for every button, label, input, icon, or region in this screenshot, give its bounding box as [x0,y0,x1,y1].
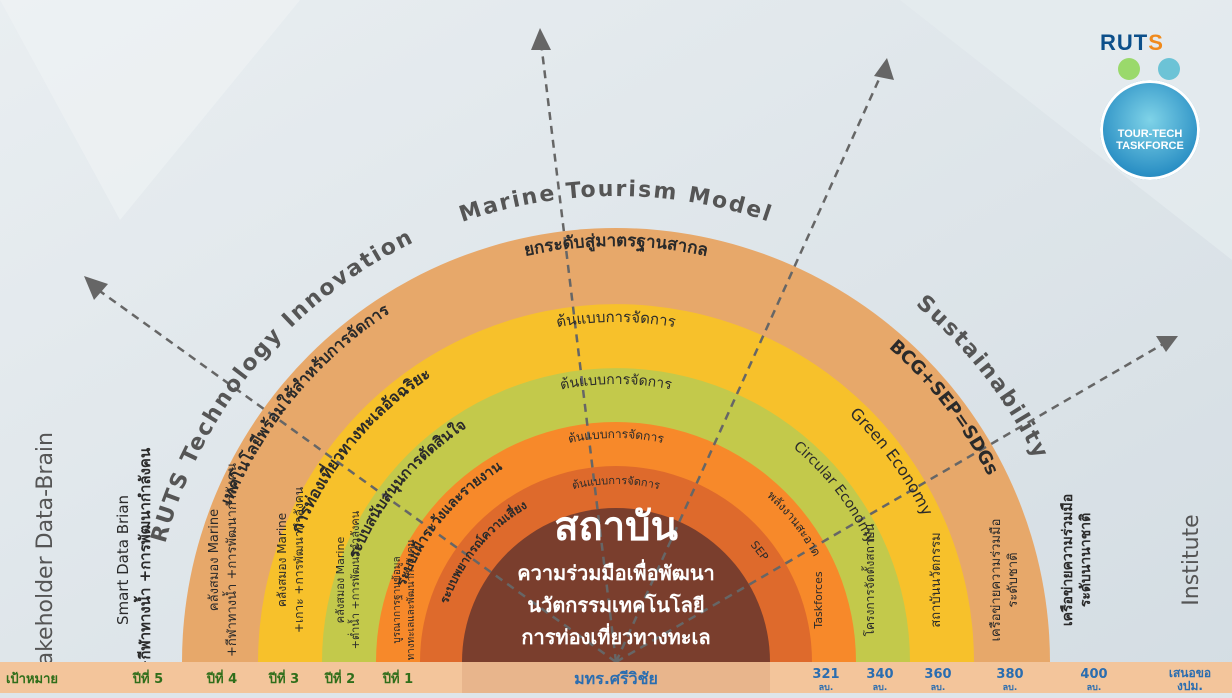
orange-side-left-a: คลังสมอง Marine [334,537,347,624]
institute-title: Institute [1179,514,1204,605]
yellow-side-right-a: เครือข่ายความร่วมมือ [988,519,1004,642]
stakeholder-title: Stakeholder Data-Brain [33,432,58,688]
budget-2-value: 340 [866,667,893,682]
budget-3-value: 360 [924,667,951,682]
lime-top-label: ต้นแบบการจัดการ [559,372,674,394]
budget-4-value: 380 [996,667,1023,682]
budget-1-value: 321 [812,667,839,682]
budget-2-unit: ลบ. [873,683,888,693]
lime-side-right: สถาบันนวัตกรรม [929,532,944,627]
logo-brand: RUTS [1100,30,1164,56]
arrow-head-far-right-icon [1156,336,1178,352]
arrow-line-far-right [615,338,1171,664]
core-semicircle [462,508,770,662]
deep-top-group: ต้นแบบการจัดการ [571,474,662,492]
deep-side-left-a: บูรณาการฐานข้อมูล [391,556,403,643]
logo-brand-main: RUT [1100,30,1149,55]
lime-top-group: ต้นแบบการจัดการ [559,372,674,394]
budget-1-unit: ลบ. [819,683,834,693]
outer-side-left-a: Smart Data Brian [114,495,132,625]
deep-side-right: Taskforces [812,571,825,629]
bg-facet [900,0,1232,260]
budget-5-value: 400 [1080,667,1107,682]
yellow-top-group: ต้นแบบการจัดการ [555,308,677,331]
orange-side-left-b: +ต่ำน้ำ +การพัฒนากำลังคน [347,510,362,649]
year-5-label: ปีที่ 5 [132,669,163,687]
yellow-side-left-b: +กีฬาทางน้ำ +การพัฒนากำลังคน [222,463,240,657]
center-label: มทร.ศรีวิชัย [574,669,658,688]
yellow-top-label: ต้นแบบการจัดการ [555,308,677,331]
person-icon [1158,58,1180,80]
core-line-1: ความร่วมมือเพื่อพัฒนา [517,558,715,585]
propose-label-b: งปม. [1177,679,1203,693]
orange-side-right: โครงการจัดตั้งสถาบัน [861,524,877,637]
badge-text: TOUR-TECH TASKFORCE [1116,128,1184,152]
person-icon [1118,58,1140,80]
bottom-bar-center [462,662,770,693]
arrow-head-top-icon [531,28,551,50]
yellow-side-left-a: คลังสมอง Marine [207,509,222,611]
core-line-3: การท่องเที่ยวทางทะเล [521,622,710,649]
goal-label: เป้าหมาย [6,671,58,687]
outer-side-right-a: เครือข่ายความร่วมมือ [1060,494,1076,626]
logo-brand-accent: S [1148,30,1164,55]
core-title: สถาบัน [554,504,678,550]
arrow-line-right [614,65,887,663]
arrow-line-left [89,282,617,664]
budget-4-unit: ลบ. [1003,683,1018,693]
ruts-logo: RUTS TOUR-TECH TASKFORCE [1096,24,1216,184]
year-3-label: ปีที่ 3 [268,669,299,687]
lime-side-left-a: คลังสมอง Marine [275,513,289,607]
yellow-side-right-b: ระดับชาติ [1006,552,1021,607]
lime-side-left-b: +เกาะ +การพัฒนากำลังคน [292,487,306,633]
year-2-label: ปีที่ 2 [324,669,355,687]
arrow-head-right-icon [874,58,894,80]
outer-side-left-b: +กีฬาทางน้ำ +การพัฒนากำลังคน [133,447,154,672]
deep-side-left-b: ทางทะเลและพัฒนากำลังคน [406,539,417,660]
deep-top-label: ต้นแบบการจัดการ [571,474,662,492]
propose-label-a: เสนอขอ [1169,666,1211,680]
budget-3-unit: ลบ. [931,683,946,693]
year-4-label: ปีที่ 4 [206,669,237,687]
year-1-label: ปีที่ 1 [382,669,413,687]
outer-side-right-b: ระดับนานาชาติ [1078,513,1094,607]
tour-tech-badge: TOUR-TECH TASKFORCE [1100,58,1200,180]
core-line-2: นวัตกรรมเทคโนโลยี [527,593,704,617]
arrow-lines [89,33,1171,664]
bg-facet [0,0,300,220]
budget-5-unit: ลบ. [1087,683,1102,693]
arrow-head-left-icon [84,276,108,300]
budget-labels: 321 ลบ. 340 ลบ. 360 ลบ. 380 ลบ. 400 ลบ. [812,667,1107,693]
arrow-line-top [538,33,618,663]
